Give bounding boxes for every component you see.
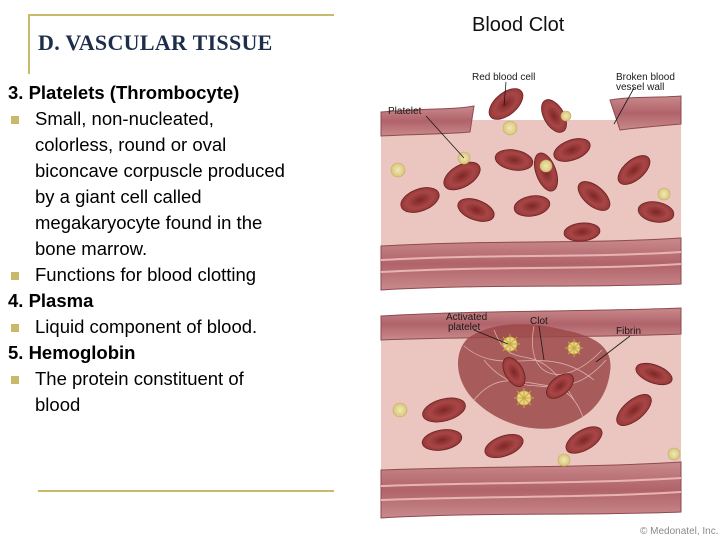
top-vessel [380, 81, 682, 291]
vessel-lumen [381, 120, 681, 250]
label-broken-vessel-wall-1: Broken blood [616, 72, 675, 83]
red-blood-cell [443, 161, 481, 191]
red-blood-cell [457, 198, 495, 222]
bullet-square-icon [11, 324, 19, 332]
red-blood-cell [616, 394, 652, 426]
platelet [539, 159, 553, 173]
red-blood-cell [484, 433, 524, 459]
bullet-hemoglobin: The protein constituent of blood [8, 366, 334, 418]
bottom-vessel [380, 307, 682, 519]
platelet [502, 120, 518, 136]
blood-clot-illustration: Blood Clot Red blood cell Broken blood v… [334, 0, 728, 546]
platelet [390, 162, 406, 178]
bullet-platelet-description: Small, non-nucleated, colorless, round o… [8, 106, 334, 262]
bullet-plasma: Liquid component of blood. [8, 314, 334, 340]
bullet-line: by a giant cell called [35, 186, 202, 207]
vessel-wall-top [380, 307, 682, 341]
bullet-line: Functions for blood clotting [35, 264, 257, 285]
red-blood-cell [502, 357, 526, 387]
label-red-blood-cell: Red blood cell [472, 72, 536, 83]
label-activated-platelet-2: platelet [448, 322, 481, 333]
platelet [557, 453, 571, 467]
vessel-wall-bottom [380, 461, 682, 519]
slide-footer-line [38, 490, 334, 492]
red-blood-cell [494, 149, 534, 171]
section-heading-plasma: 4. Plasma [8, 290, 94, 311]
platelet [560, 110, 572, 122]
bullet-line: colorless, round or oval [35, 134, 227, 155]
label-activated-platelet-1: Activated [446, 312, 488, 323]
red-blood-cell [422, 397, 466, 423]
red-blood-cell [400, 187, 440, 213]
label-broken-vessel-wall-2: vessel wall [616, 82, 665, 93]
slide-frame-left [28, 14, 30, 74]
red-blood-cell [421, 429, 463, 451]
red-blood-cell [488, 88, 524, 120]
red-blood-cell [513, 195, 551, 217]
section-heading-hemoglobin: 5. Hemoglobin [8, 342, 136, 363]
vessel-wall-broken-left [380, 105, 475, 137]
bullet-line: megakaryocyte found in the [35, 212, 263, 233]
bullet-square-icon [11, 116, 19, 124]
red-blood-cell [565, 426, 603, 454]
label-platelet: Platelet [388, 106, 422, 117]
red-blood-cell [617, 155, 651, 185]
bullet-line: blood [35, 394, 81, 415]
slide-content: 3. Platelets (Thrombocyte) Small, non-nu… [8, 80, 334, 418]
red-blood-cell [563, 222, 601, 242]
bullet-line: The protein constituent of [35, 368, 244, 389]
slide-title: D. VASCULAR TISSUE [38, 30, 273, 55]
platelet [657, 187, 671, 201]
label-fibrin: Fibrin [616, 326, 642, 337]
bullet-square-icon [11, 272, 19, 280]
illustration-title: Blood Clot [472, 14, 565, 36]
vessel-wall-bottom [380, 237, 682, 291]
vessel-wall-broken-right [609, 95, 682, 131]
label-clot: Clot [530, 316, 548, 327]
red-blood-cell [635, 362, 673, 386]
copyright-watermark: © Medonatel, Inc. [640, 526, 719, 537]
red-blood-cell [577, 181, 611, 211]
bullet-line: biconcave corpuscle produced [35, 160, 285, 181]
slide-frame-top [28, 14, 334, 16]
bullet-line: bone marrow. [35, 238, 148, 259]
red-blood-cell [546, 373, 574, 399]
bullet-line: Liquid component of blood. [35, 316, 258, 337]
bullet-line: Small, non-nucleated, [35, 108, 214, 129]
bullet-square-icon [11, 376, 19, 384]
bullet-platelet-function: Functions for blood clotting [8, 262, 334, 288]
red-blood-cell [637, 201, 675, 223]
platelet [667, 447, 681, 461]
platelet [392, 402, 408, 418]
blood-clot-drawing [380, 81, 682, 519]
section-heading-platelets: 3. Platelets (Thrombocyte) [8, 82, 240, 103]
red-blood-cell [553, 138, 591, 162]
red-blood-cell [541, 99, 567, 133]
